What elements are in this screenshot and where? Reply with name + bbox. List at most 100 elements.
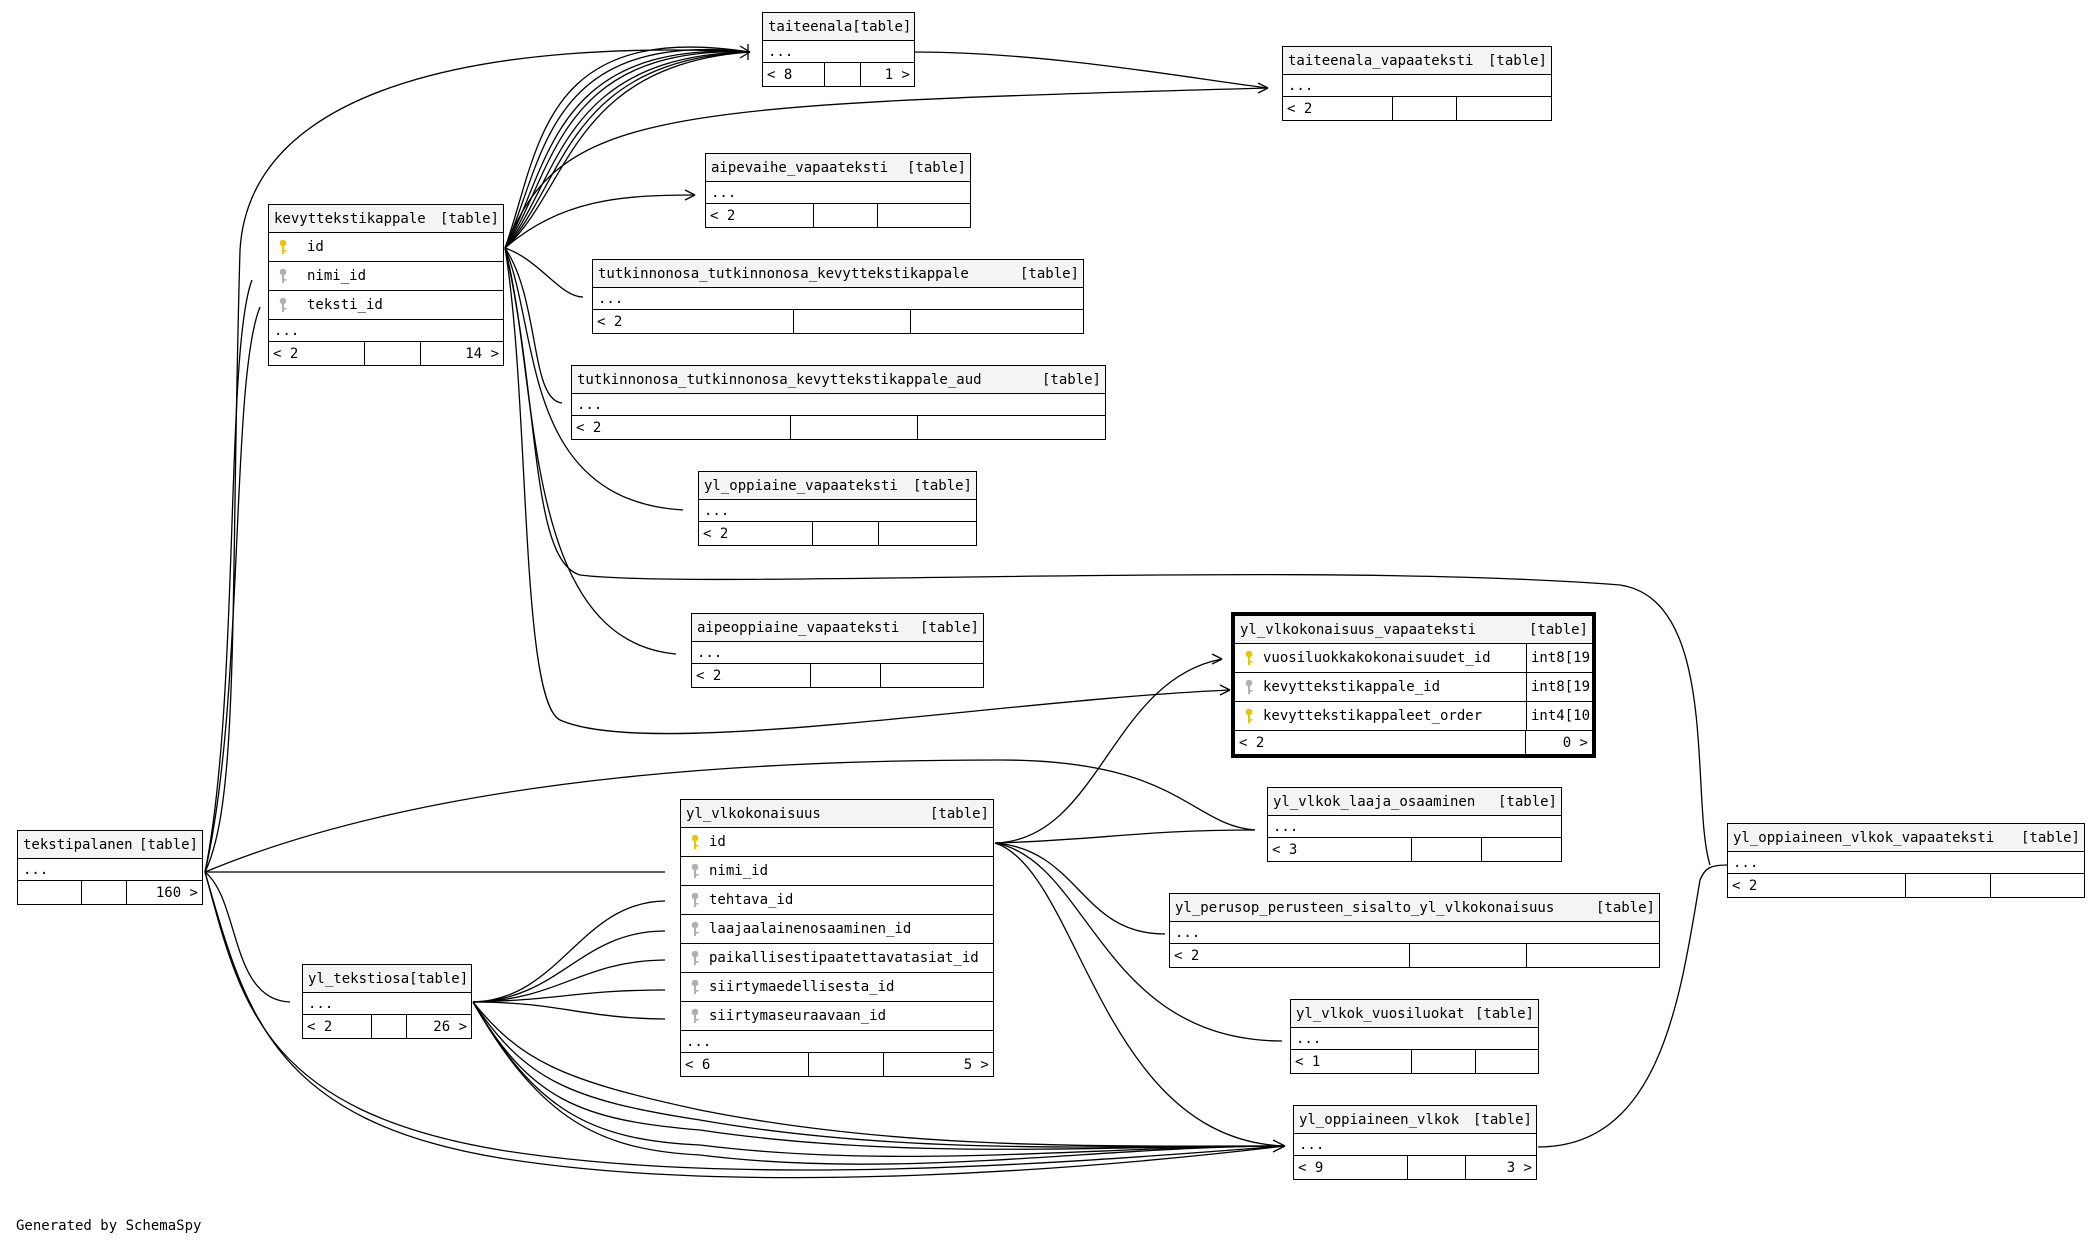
table-footer: < 3 bbox=[1268, 838, 1561, 861]
edge bbox=[504, 247, 584, 298]
parents-count[interactable]: < 8 bbox=[763, 63, 825, 86]
table-taiteenala[interactable]: taiteenala[table] ... < 8 1 > bbox=[762, 12, 915, 87]
children-count[interactable] bbox=[911, 310, 1083, 333]
table-tag: [table] bbox=[138, 836, 198, 853]
table-yl-vlkok-laaja-osaaminen[interactable]: yl_vlkok_laaja_osaaminen[table] ... < 3 bbox=[1267, 787, 1562, 862]
column-row[interactable]: id bbox=[269, 233, 503, 262]
children-count[interactable] bbox=[878, 204, 970, 227]
parents-count[interactable]: < 2 bbox=[572, 416, 791, 439]
column-name: id bbox=[307, 239, 324, 255]
children-count[interactable] bbox=[1482, 838, 1561, 861]
table-tag: [table] bbox=[409, 970, 469, 987]
columns-count bbox=[1410, 944, 1527, 967]
children-count[interactable]: 0 > bbox=[1562, 734, 1588, 751]
table-yl-vlkok-vuosiluokat[interactable]: yl_vlkok_vuosiluokat[table] ... < 1 bbox=[1290, 999, 1539, 1074]
children-count[interactable]: 5 > bbox=[963, 1056, 989, 1073]
table-tutkinnonosa-kevyttekstikappale-aud[interactable]: tutkinnonosa_tutkinnonosa_kevyttekstikap… bbox=[571, 365, 1106, 440]
table-yl-oppiaineen-vlkok-vapaateksti[interactable]: yl_oppiaineen_vlkok_vapaateksti[table] .… bbox=[1727, 823, 2085, 898]
column-row[interactable]: tehtava_id bbox=[681, 886, 993, 915]
children-count[interactable]: 14 > bbox=[465, 345, 499, 362]
table-footer: < 9 3 > bbox=[1294, 1156, 1536, 1179]
edge bbox=[912, 51, 1269, 89]
table-footer: < 2 bbox=[706, 204, 970, 227]
table-yl-perusop-perusteen-sisalto[interactable]: yl_perusop_perusteen_sisalto_yl_vlkokona… bbox=[1169, 893, 1660, 968]
children-count[interactable]: 1 > bbox=[884, 66, 910, 83]
table-taiteenala-vapaateksti[interactable]: taiteenala_vapaateksti[table] ... < 2 bbox=[1282, 46, 1552, 121]
table-tekstipalanen[interactable]: tekstipalanen[table] ... 160 > bbox=[17, 830, 203, 905]
table-yl-tekstiosa[interactable]: yl_tekstiosa[table] ... < 2 26 > bbox=[302, 964, 472, 1039]
edge bbox=[504, 194, 696, 249]
more-columns: ... bbox=[18, 859, 202, 881]
table-aipevaihe-vapaateksti[interactable]: aipevaihe_vapaateksti[table] ... < 2 bbox=[705, 153, 971, 228]
children-count[interactable] bbox=[1476, 1050, 1538, 1073]
edge bbox=[504, 87, 1269, 249]
column-row[interactable]: teksti_id bbox=[269, 291, 503, 320]
column-row[interactable]: siirtymaseuraavaan_id bbox=[681, 1002, 993, 1031]
edge bbox=[504, 247, 563, 404]
foreign-key-icon bbox=[681, 979, 709, 995]
primary-key-icon bbox=[1235, 708, 1263, 724]
parents-count[interactable] bbox=[18, 881, 83, 904]
more-columns: ... bbox=[1291, 1028, 1538, 1050]
more-columns: ... bbox=[692, 642, 983, 664]
edge bbox=[204, 871, 291, 1003]
parents-count[interactable]: < 2 bbox=[692, 664, 812, 687]
column-name: tehtava_id bbox=[709, 892, 794, 908]
parents-count[interactable]: < 2 bbox=[1235, 731, 1526, 754]
primary-key-icon bbox=[1235, 650, 1263, 666]
parents-count[interactable]: < 6 bbox=[681, 1053, 809, 1076]
column-row[interactable]: nimi_id bbox=[681, 857, 993, 886]
table-yl-oppiaineen-vlkok[interactable]: yl_oppiaineen_vlkok[table] ... < 9 3 > bbox=[1293, 1105, 1537, 1180]
table-tutkinnonosa-kevyttekstikappale[interactable]: tutkinnonosa_tutkinnonosa_kevyttekstikap… bbox=[592, 259, 1084, 334]
edge bbox=[504, 51, 751, 249]
parents-count[interactable]: < 2 bbox=[303, 1015, 372, 1038]
table-yl-oppiaine-vapaateksti[interactable]: yl_oppiaine_vapaateksti[table] ... < 2 bbox=[698, 471, 977, 546]
parents-count[interactable]: < 3 bbox=[1268, 838, 1412, 861]
more-columns: ... bbox=[303, 993, 471, 1015]
children-count[interactable]: 26 > bbox=[433, 1018, 467, 1035]
children-count[interactable] bbox=[1527, 944, 1659, 967]
table-tag: [table] bbox=[1497, 793, 1557, 810]
parents-count[interactable]: < 2 bbox=[593, 310, 794, 333]
primary-key-icon bbox=[269, 239, 297, 255]
parents-count[interactable]: < 2 bbox=[706, 204, 815, 227]
marker bbox=[1257, 82, 1269, 94]
parents-count[interactable]: < 2 bbox=[699, 522, 813, 545]
children-count[interactable]: 160 > bbox=[155, 884, 198, 901]
column-name: kevyttekstikappaleet_order bbox=[1263, 708, 1483, 724]
children-count[interactable] bbox=[918, 416, 1105, 439]
parents-count[interactable]: < 2 bbox=[1170, 944, 1410, 967]
parents-count[interactable]: < 2 bbox=[1728, 874, 1906, 897]
parents-count[interactable]: < 9 bbox=[1294, 1156, 1408, 1179]
table-yl-vlkokonaisuus[interactable]: yl_vlkokonaisuus[table] id nimi_id tehta… bbox=[680, 799, 994, 1077]
parents-count[interactable]: < 2 bbox=[269, 342, 365, 365]
parents-count[interactable]: < 1 bbox=[1291, 1050, 1413, 1073]
children-count[interactable] bbox=[1457, 97, 1551, 120]
table-kevyttekstikappale[interactable]: kevyttekstikappale[table] id nimi_id tek… bbox=[268, 204, 504, 366]
column-row[interactable]: laajaalainenosaaminen_id bbox=[681, 915, 993, 944]
children-count[interactable] bbox=[879, 522, 976, 545]
column-row[interactable]: nimi_id bbox=[269, 262, 503, 291]
children-count[interactable]: 3 > bbox=[1506, 1159, 1532, 1176]
table-yl-vlkokonaisuus-vapaateksti[interactable]: yl_vlkokonaisuus_vapaateksti[table] vuos… bbox=[1231, 612, 1598, 758]
children-count[interactable] bbox=[881, 664, 983, 687]
edge bbox=[472, 900, 666, 1003]
edge bbox=[504, 247, 684, 511]
column-row[interactable]: siirtymaedellisesta_id bbox=[681, 973, 993, 1002]
column-row[interactable]: id bbox=[681, 828, 993, 857]
columns-count bbox=[825, 63, 862, 86]
column-row[interactable]: paikallisestipaatettavatasiat_id bbox=[681, 944, 993, 973]
parents-count[interactable]: < 2 bbox=[1283, 97, 1393, 120]
marker bbox=[1211, 653, 1223, 665]
columns-count bbox=[365, 342, 422, 365]
table-aipeoppiaine-vapaateksti[interactable]: aipeoppiaine_vapaateksti[table] ... < 2 bbox=[691, 613, 984, 688]
children-count[interactable] bbox=[1991, 874, 2084, 897]
more-columns: ... bbox=[269, 320, 503, 342]
table-footer: < 2 bbox=[593, 310, 1083, 333]
edge bbox=[504, 49, 751, 249]
edge bbox=[472, 1001, 666, 1020]
edge bbox=[472, 989, 666, 1003]
